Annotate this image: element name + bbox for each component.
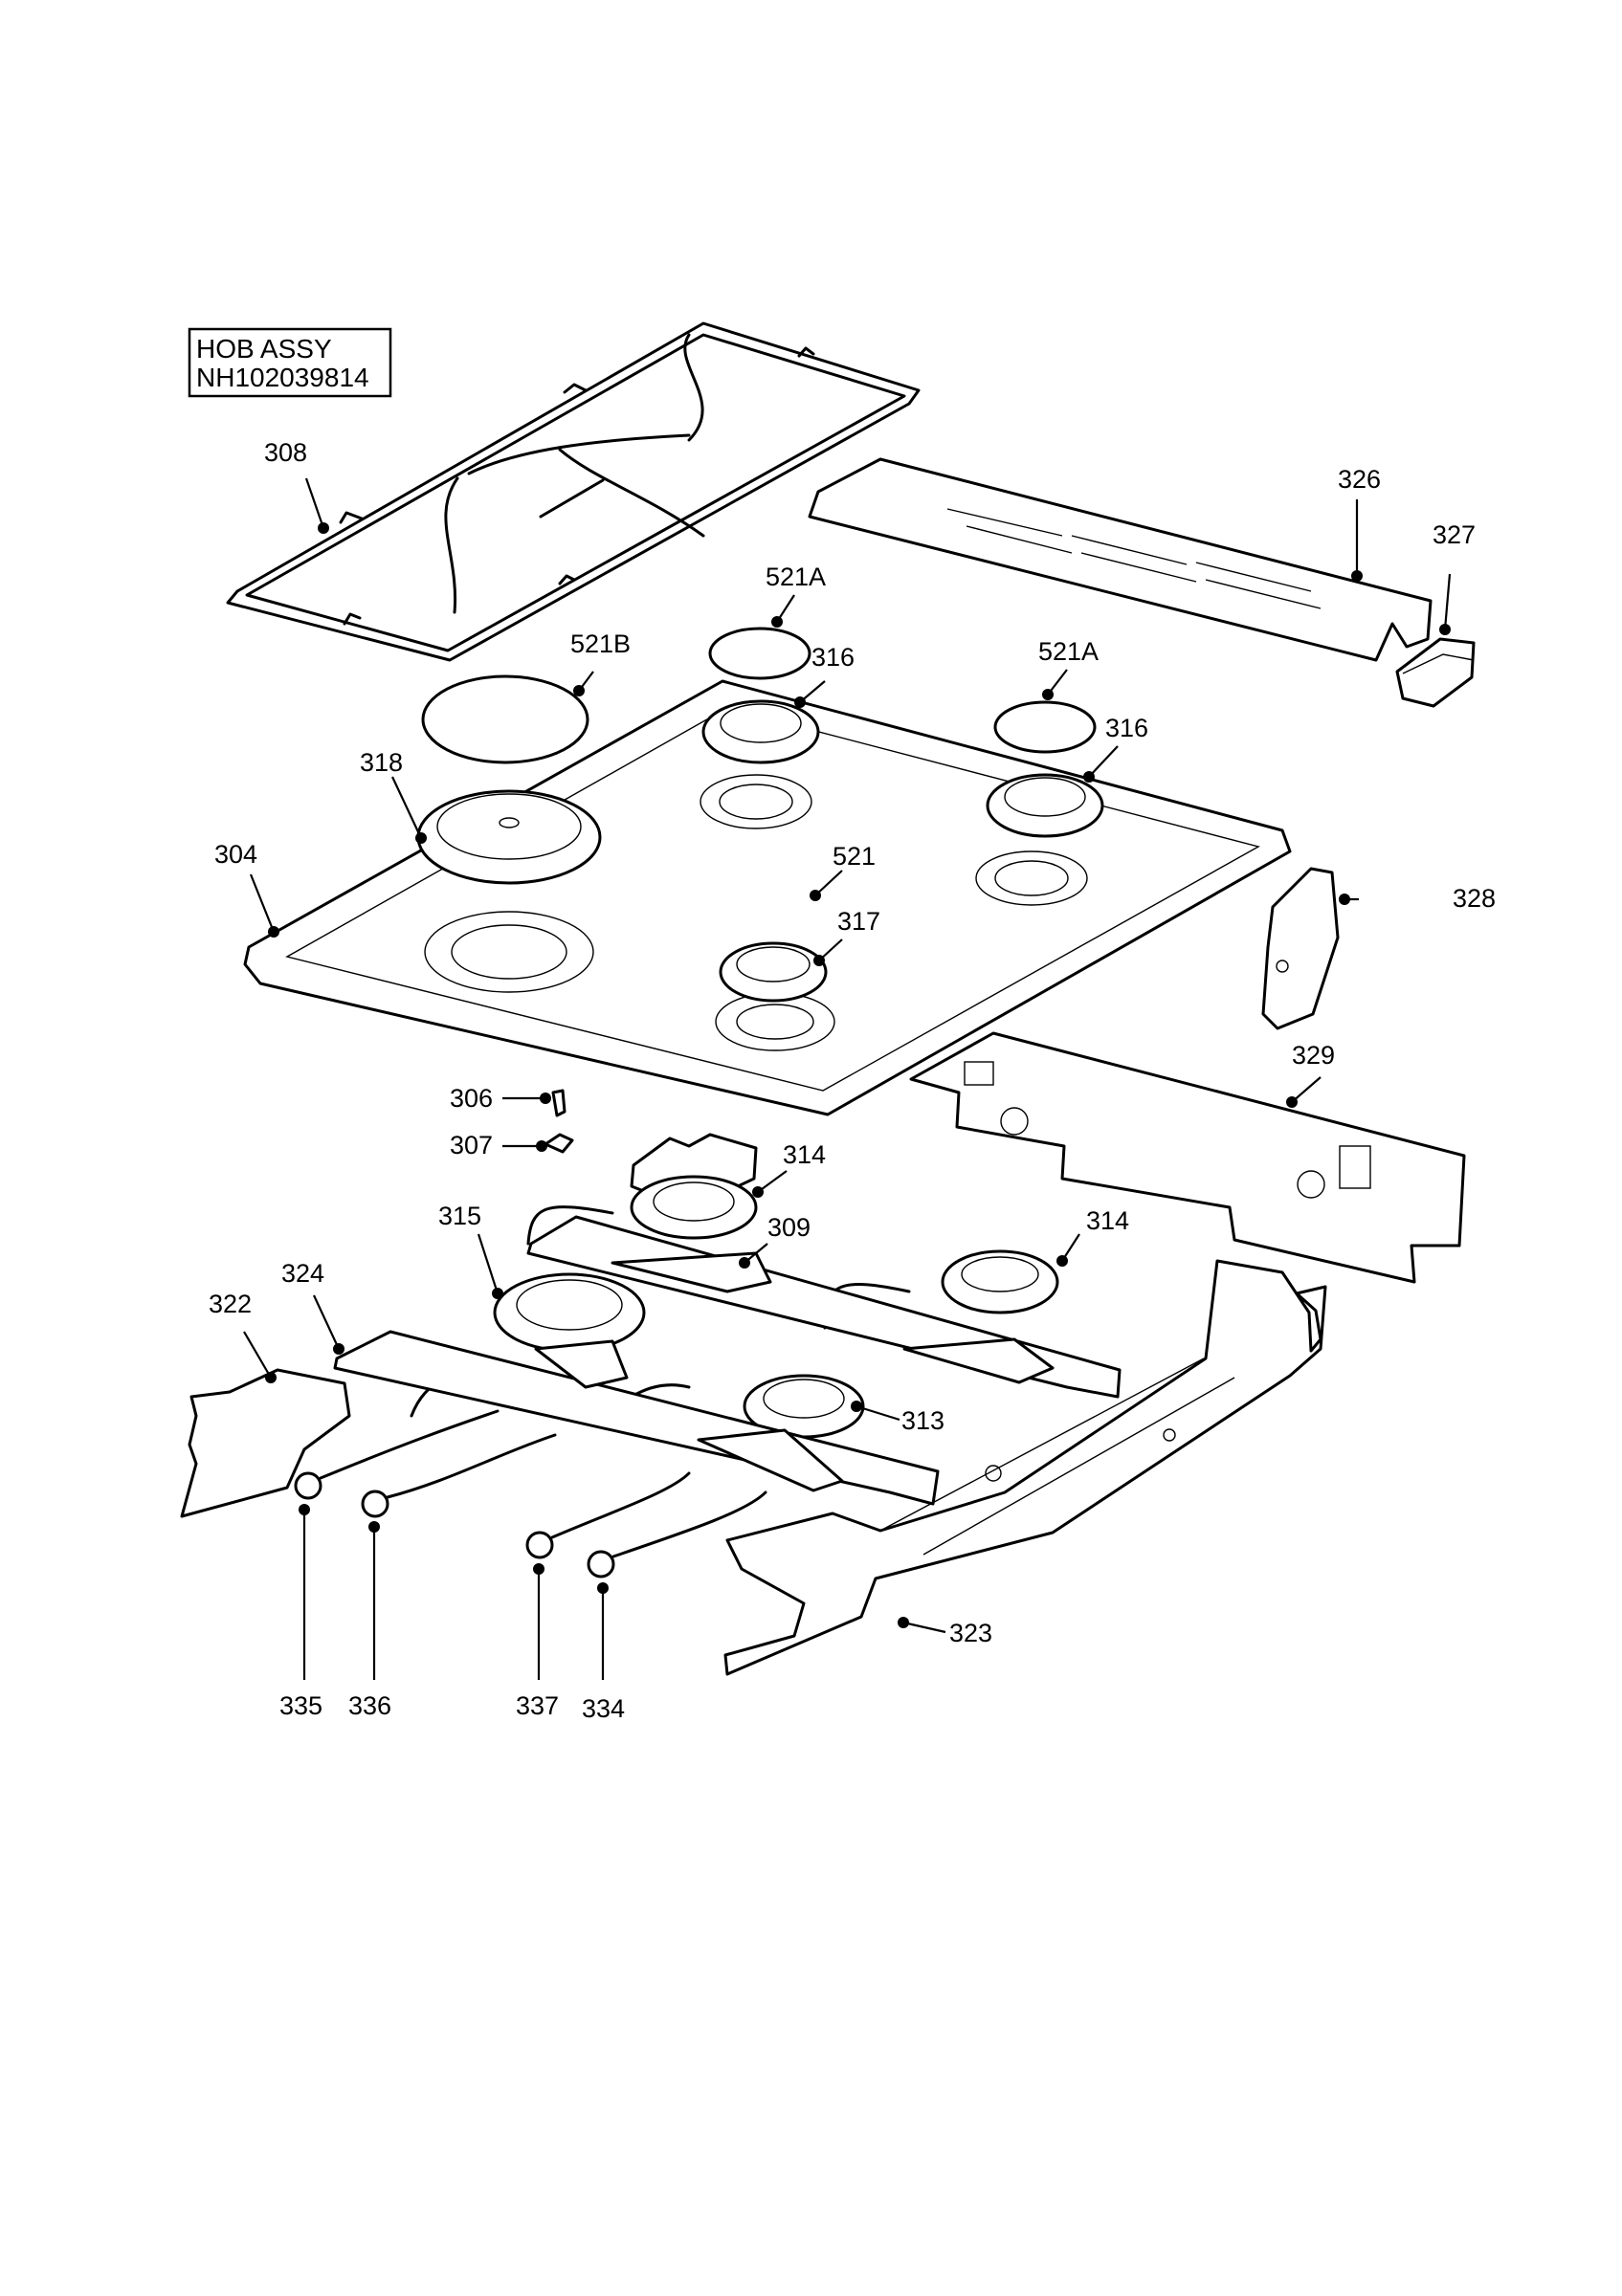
rear-frame-panel bbox=[909, 1031, 1466, 1284]
callout-323: 323 bbox=[949, 1619, 992, 1647]
callout-306: 306 bbox=[450, 1084, 493, 1113]
callout-313: 313 bbox=[901, 1406, 944, 1435]
leader-lines bbox=[243, 477, 1452, 1680]
small-clips bbox=[544, 1089, 574, 1154]
title-line-2: NH102039814 bbox=[196, 363, 369, 392]
title-line-1: HOB ASSY bbox=[196, 334, 332, 364]
gas-valves bbox=[294, 1409, 767, 1578]
back-trim-panel bbox=[808, 457, 1433, 662]
lower-chassis bbox=[723, 1259, 1327, 1676]
left-support-bracket bbox=[180, 1368, 351, 1518]
callout-307: 307 bbox=[450, 1131, 493, 1159]
callout-322: 322 bbox=[209, 1290, 252, 1318]
callout-316-right: 316 bbox=[1105, 714, 1148, 742]
callout-334: 334 bbox=[582, 1694, 625, 1723]
burner-heads-top bbox=[416, 699, 1104, 1003]
side-bracket bbox=[1261, 867, 1340, 1030]
pan-support-grid bbox=[226, 321, 921, 662]
callout-328: 328 bbox=[1453, 884, 1496, 913]
callout-315: 315 bbox=[438, 1202, 481, 1230]
callout-304: 304 bbox=[214, 840, 257, 869]
end-cap bbox=[1395, 637, 1476, 708]
callout-labels: 308 326 327 521A 521B 316 521A 316 318 3… bbox=[209, 438, 1496, 1723]
callout-314-right: 314 bbox=[1086, 1206, 1129, 1235]
callout-309: 309 bbox=[767, 1213, 811, 1242]
title-block: HOB ASSY NH102039814 bbox=[188, 327, 392, 398]
callout-314-left: 314 bbox=[783, 1140, 826, 1169]
callout-336: 336 bbox=[348, 1691, 391, 1720]
callout-316-upper: 316 bbox=[811, 643, 855, 672]
callout-317: 317 bbox=[837, 907, 880, 936]
callout-521B: 521B bbox=[570, 629, 631, 658]
callout-326: 326 bbox=[1338, 465, 1381, 494]
callout-335: 335 bbox=[279, 1691, 322, 1720]
callout-308: 308 bbox=[264, 438, 307, 467]
callout-521A-upper: 521A bbox=[766, 563, 826, 591]
callout-521: 521 bbox=[833, 842, 876, 871]
callout-327: 327 bbox=[1433, 520, 1476, 549]
callout-318: 318 bbox=[360, 748, 403, 777]
callout-329: 329 bbox=[1292, 1041, 1335, 1070]
callout-521A-right: 521A bbox=[1038, 637, 1099, 666]
lower-burner-assembly bbox=[333, 1133, 1122, 1506]
callout-337: 337 bbox=[516, 1691, 559, 1720]
callout-324: 324 bbox=[281, 1259, 324, 1288]
